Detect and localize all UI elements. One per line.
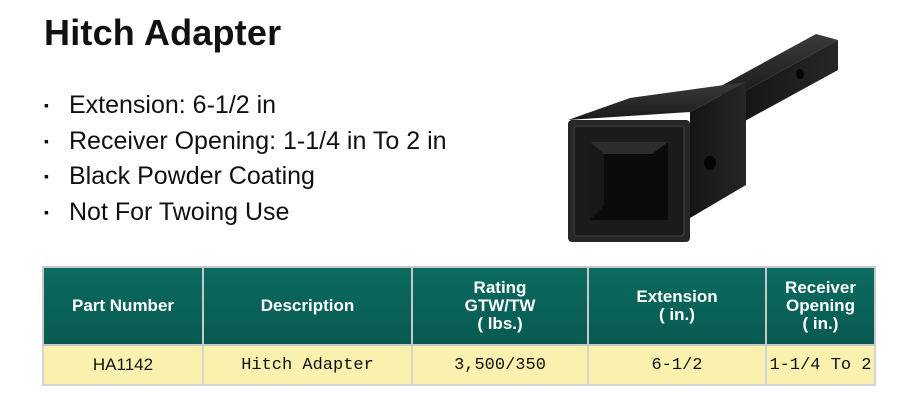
header-receiver-line3: ( in.) bbox=[802, 314, 839, 333]
page-title: Hitch Adapter bbox=[44, 12, 282, 53]
cell-description: Hitch Adapter bbox=[202, 344, 413, 386]
feature-list: ▪ Extension: 6-1/2 in ▪ Receiver Opening… bbox=[44, 88, 447, 230]
header-receiver-opening: Receiver Opening ( in.) bbox=[765, 266, 876, 346]
header-rating-line3: ( lbs.) bbox=[477, 314, 523, 333]
feature-item: ▪ Not For Twoing Use bbox=[44, 195, 447, 231]
cell-part-number: HA1142 bbox=[42, 344, 204, 386]
header-rating: Rating GTW/TW ( lbs.) bbox=[411, 266, 589, 346]
feature-text: Extension: 6-1/2 in bbox=[69, 91, 277, 119]
header-rating-line1: Rating bbox=[473, 278, 527, 297]
feature-text: Black Powder Coating bbox=[69, 162, 315, 190]
cell-rating: 3,500/350 bbox=[411, 344, 589, 386]
table-row: HA1142 Hitch Adapter 3,500/350 6-1/2 1-1… bbox=[42, 344, 876, 386]
bullet-icon: ▪ bbox=[44, 168, 49, 184]
feature-item: ▪ Extension: 6-1/2 in bbox=[44, 88, 447, 124]
hitch-adapter-product-image bbox=[568, 34, 838, 242]
header-extension-line2: ( in.) bbox=[659, 305, 695, 324]
header-receiver-line1: Receiver bbox=[785, 278, 856, 297]
header-extension-line1: Extension bbox=[636, 287, 718, 306]
header-rating-line2: GTW/TW bbox=[464, 296, 536, 315]
bullet-icon: ▪ bbox=[44, 132, 49, 149]
feature-item: ▪ Black Powder Coating bbox=[44, 159, 447, 195]
header-part-number: Part Number bbox=[42, 266, 204, 346]
feature-text: Receiver Opening: 1-1/4 in To 2 in bbox=[69, 126, 447, 155]
specs-table: Part Number Description Rating GTW/TW ( … bbox=[42, 266, 876, 386]
table-header-row: Part Number Description Rating GTW/TW ( … bbox=[42, 266, 876, 346]
header-description: Description bbox=[202, 266, 413, 346]
bullet-icon: ▪ bbox=[44, 97, 49, 113]
header-receiver-line2: Opening bbox=[786, 296, 855, 315]
feature-text: Not For Twoing Use bbox=[69, 197, 290, 226]
feature-item: ▪ Receiver Opening: 1-1/4 in To 2 in bbox=[44, 124, 447, 160]
bullet-icon: ▪ bbox=[44, 203, 49, 220]
cell-extension: 6-1/2 bbox=[587, 344, 767, 386]
cell-receiver-opening: 1-1/4 To 2 bbox=[765, 344, 876, 386]
header-extension: Extension ( in.) bbox=[587, 266, 767, 346]
